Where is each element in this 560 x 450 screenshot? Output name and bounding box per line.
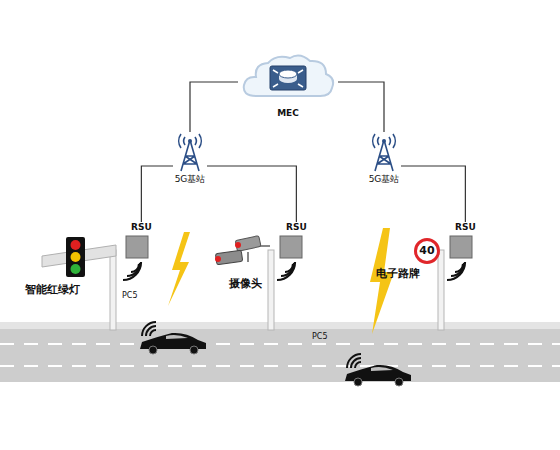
rsu-unit: RSU [455, 222, 476, 232]
road-kerb [0, 322, 560, 330]
node-label: 5G基站 [175, 174, 206, 184]
pole [438, 250, 444, 330]
interface-label: PC5 [312, 332, 328, 341]
base-station: 5G基站 [173, 132, 207, 184]
device-caption: 智能红绿灯 [25, 284, 80, 297]
green-lamp [71, 264, 81, 274]
camera [215, 236, 270, 265]
network-link [141, 166, 173, 222]
car [345, 354, 411, 386]
node-label: 40 [419, 245, 434, 258]
node-label: MEC [277, 108, 299, 118]
lane-line [0, 365, 560, 367]
pole [110, 250, 116, 330]
network-link [190, 82, 238, 132]
mec-node: MEC [238, 52, 338, 118]
wireless-link [370, 228, 394, 334]
tower-icon [367, 132, 401, 172]
node-label: RSU [131, 222, 152, 232]
pole [268, 250, 274, 330]
traffic-light [66, 237, 85, 277]
car [140, 322, 206, 354]
road [0, 329, 560, 382]
network-link [401, 166, 465, 222]
speed-sign: 40 [414, 238, 440, 264]
device-caption: 电子路牌 [376, 268, 420, 281]
red-lamp [71, 240, 81, 250]
device-caption: 摄像头 [229, 278, 262, 291]
rsu-unit: RSU [131, 222, 152, 232]
lane-line [0, 343, 560, 345]
rsu-unit: RSU [286, 222, 307, 232]
network-link [207, 166, 296, 222]
yellow-lamp [71, 252, 81, 262]
mec-cloud [238, 52, 338, 104]
interface-label: PC5 [122, 291, 138, 300]
tower-icon [173, 132, 207, 172]
node-label: RSU [286, 222, 307, 232]
base-station: 5G基站 [367, 132, 401, 184]
node-label: RSU [455, 222, 476, 232]
network-link [338, 82, 384, 132]
wireless-link [168, 232, 190, 306]
node-label: 5G基站 [369, 174, 400, 184]
